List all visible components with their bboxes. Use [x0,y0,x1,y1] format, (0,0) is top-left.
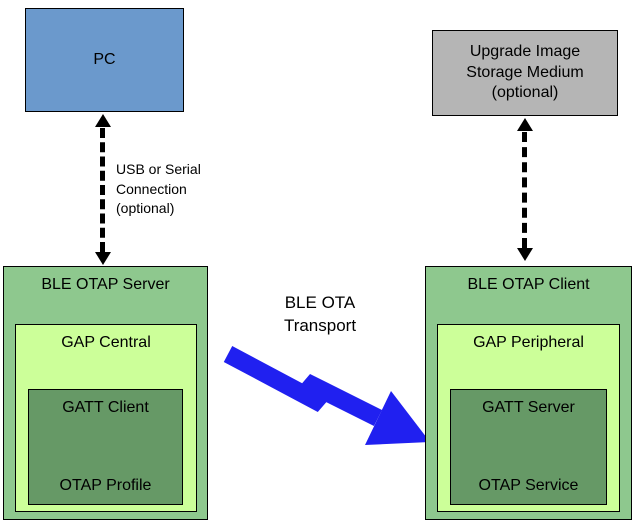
bolt-zigzag-shape [223,346,383,427]
pc-box: PC [25,8,184,112]
arrow-down-head-icon [95,252,111,265]
otap-profile-label: OTAP Profile [59,477,152,494]
storage-medium-box: Upgrade Image Storage Medium (optional) [432,30,618,116]
pc-label: PC [93,51,116,68]
dashed-line [522,132,527,248]
gap-central-title: GAP Central [61,334,151,351]
gatt-server-box: GATT Server OTAP Service [450,389,607,505]
arrow-up-head-icon [95,114,111,127]
usb-serial-connection-label: USB or Serial Connection (optional) [116,161,201,217]
ble-ota-transport-label: BLE OTA Transport [283,293,357,335]
ble-otap-client-title: BLE OTAP Client [467,276,590,293]
gatt-client-label: GATT Client [62,399,149,416]
arrow-down-head-icon [517,248,533,261]
dashed-line [100,128,105,252]
gatt-server-label: GATT Server [482,399,575,416]
ble-ota-transport-arrow-icon [223,346,430,445]
bolt-arrowhead-shape [365,391,430,445]
otap-service-label: OTAP Service [478,477,579,494]
arrow-up-head-icon [517,118,533,131]
storage-medium-label: Upgrade Image Storage Medium (optional) [466,42,584,102]
gatt-client-box: GATT Client OTAP Profile [28,389,183,505]
gap-peripheral-title: GAP Peripheral [473,334,584,351]
ble-otap-server-title: BLE OTAP Server [41,276,170,293]
